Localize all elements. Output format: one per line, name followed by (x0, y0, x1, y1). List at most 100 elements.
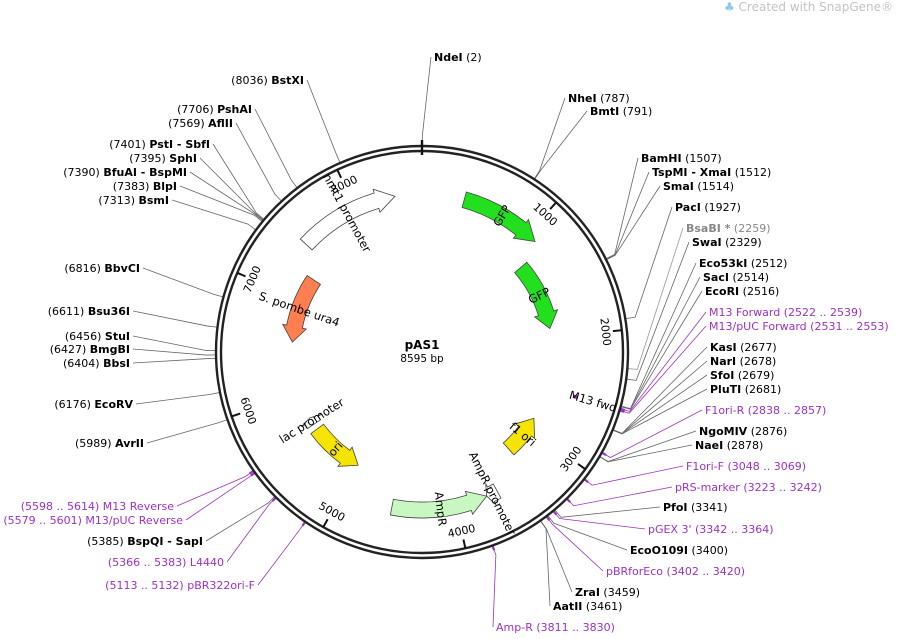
site-position: (3402 .. 3420) (667, 565, 746, 578)
site-label-pbrforeco[interactable]: pBRforEco (3402 .. 3420) (606, 565, 745, 578)
site-label-bsmi[interactable]: (7313) BsmI (98, 194, 169, 207)
site-label-bsu36i[interactable]: (6611) Bsu36I (48, 305, 130, 318)
site-label-pluti[interactable]: PluTI (2681) (710, 383, 781, 396)
site-label-aflii[interactable]: (7569) AflII (168, 117, 233, 130)
site-label-stui[interactable]: (6456) StuI (65, 330, 130, 343)
site-position: (7395) (129, 152, 166, 165)
feature-m13-fwd[interactable]: M13 fwd (568, 388, 619, 415)
site-name: BstXI (271, 74, 304, 87)
site-position: (5385) (87, 535, 124, 548)
site-label-m13-forward[interactable]: M13 Forward (2522 .. 2539) (709, 306, 862, 319)
site-label-kasi[interactable]: KasI (2677) (710, 341, 777, 354)
backbone-inner-ring (219, 149, 625, 555)
site-label-pfoi[interactable]: PfoI (3341) (663, 501, 728, 514)
site-label-pgex-3[interactable]: pGEX 3' (3342 .. 3364) (648, 523, 774, 536)
leader-nhei (533, 97, 566, 180)
site-name: AflII (208, 117, 233, 130)
feature-gfp-1[interactable]: GFP (461, 191, 536, 243)
site-label-bmgbi[interactable]: (6427) BmgBI (50, 343, 130, 356)
site-position: (5989) (75, 437, 112, 450)
site-label-bbsi[interactable]: (6404) BbsI (63, 357, 130, 370)
site-label-paci[interactable]: PacI (1927) (675, 201, 741, 214)
site-label-ndei[interactable]: NdeI (2) (434, 51, 482, 64)
site-label-sphi[interactable]: (7395) SphI (129, 152, 197, 165)
plasmid-backbone (214, 144, 630, 560)
site-label-psti-sbfi[interactable]: (7401) PstI - SbfI (109, 138, 210, 151)
feature-f1-ori[interactable]: f1 ori (502, 417, 539, 456)
site-label-f1ori-f[interactable]: F1ori-F (3048 .. 3069) (686, 460, 806, 473)
site-position: (2522 .. 2539) (784, 306, 863, 319)
site-label-pshai[interactable]: (7706) PshAI (177, 103, 252, 116)
credit-text: Created with SnapGene® (738, 0, 893, 14)
site-label-bbvci[interactable]: (6816) BbvCI (64, 262, 140, 275)
site-label-ngomiv[interactable]: NgoMIV (2876) (699, 425, 787, 438)
leader-bfuai-bspmi (189, 171, 264, 222)
feature-arrow-ura4 (281, 274, 322, 343)
tick-mark-4000 (462, 539, 467, 549)
site-position: (3811 .. 3830) (536, 621, 615, 634)
site-label-ecoo109i[interactable]: EcoO109I (3400) (630, 544, 728, 557)
site-label-amp-r[interactable]: Amp-R (3811 .. 3830) (496, 621, 615, 634)
leader-ngomiv (599, 430, 697, 462)
site-label-eco53ki[interactable]: Eco53kI (2512) (699, 257, 787, 270)
site-label-zrai[interactable]: ZraI (3459) (575, 586, 640, 599)
site-name: NheI (568, 92, 597, 105)
site-position: (6456) (65, 330, 102, 343)
site-label-sfoi[interactable]: SfoI (2679) (710, 369, 774, 382)
site-label-prs-marker[interactable]: pRS-marker (3223 .. 3242) (675, 481, 822, 494)
site-label-ecori[interactable]: EcoRI (2516) (705, 285, 779, 298)
site-label-nari[interactable]: NarI (2678) (710, 355, 776, 368)
site-label-smai[interactable]: SmaI (1514) (663, 180, 734, 193)
site-label-tspmi-xmai[interactable]: TspMI - XmaI (1512) (652, 166, 771, 179)
site-label-bamhi[interactable]: BamHI (1507) (641, 152, 722, 165)
site-label-naei[interactable]: NaeI (2878) (695, 439, 763, 452)
site-position: (1507) (685, 152, 722, 165)
feature-arrow-lac-promoter (300, 413, 322, 430)
feature-gfp-2[interactable]: GFP (514, 261, 559, 330)
leader-bbvci (142, 267, 224, 298)
feature-ori[interactable]: ori (310, 423, 359, 467)
site-label-ecorv[interactable]: (6176) EcoRV (54, 398, 133, 411)
site-position: (1927) (704, 201, 741, 214)
site-label-m13-puc-forward[interactable]: M13/pUC Forward (2531 .. 2553) (709, 320, 889, 333)
feature-ampr[interactable]: AmpR (389, 490, 488, 527)
site-label-saci[interactable]: SacI (2514) (703, 271, 769, 284)
site-label-nhei[interactable]: NheI (787) (568, 92, 630, 105)
site-name: BsmI (139, 194, 170, 207)
site-name: SmaI (663, 180, 694, 193)
site-label-bsabi[interactable]: BsaBI * (2259) (686, 222, 771, 235)
site-label-l4440[interactable]: (5366 .. 5383) L4440 (108, 556, 224, 569)
site-name: ZraI (575, 586, 600, 599)
site-position: (2677) (740, 341, 777, 354)
site-label-swai[interactable]: SwaI (2329) (692, 236, 762, 249)
site-label-blpi[interactable]: (7383) BlpI (113, 180, 177, 193)
leader-naei (599, 444, 693, 463)
site-name: pBRforEco (606, 565, 663, 578)
leader-zrai (540, 520, 573, 593)
site-label-bspqi-sapi[interactable]: (5385) BspQI - SapI (87, 535, 203, 548)
site-position: (3341) (691, 501, 728, 514)
site-label-bfuai-bspmi[interactable]: (7390) BfuAI - BspMI (63, 166, 187, 179)
site-position: (7706) (177, 103, 214, 116)
site-label-avrii[interactable]: (5989) AvrII (75, 437, 144, 450)
site-name: F1ori-R (705, 404, 745, 417)
site-position: (1512) (735, 166, 772, 179)
site-name: NarI (710, 355, 736, 368)
site-label-m13-puc-reverse[interactable]: (5579 .. 5601) M13/pUC Reverse (3, 514, 183, 527)
site-name: PstI - SbfI (149, 138, 210, 151)
site-label-bstxi[interactable]: (8036) BstXI (231, 74, 304, 87)
site-label-aatii[interactable]: AatII (3461) (553, 600, 622, 613)
feature-ura4[interactable]: S. pombe ura4 (257, 274, 342, 343)
site-position: (2678) (740, 355, 777, 368)
site-label-f1ori-r[interactable]: F1ori-R (2838 .. 2857) (705, 404, 826, 417)
site-position: (7401) (109, 138, 146, 151)
site-label-m13-reverse[interactable]: (5598 .. 5614) M13 Reverse (21, 500, 174, 513)
site-label-bmti[interactable]: BmtI (791) (590, 105, 652, 118)
tick-label-6000: 6000 (238, 395, 259, 426)
feature-arrow-f1-ori (502, 417, 536, 456)
site-name: pBR322ori-F (187, 579, 255, 592)
site-label-pbr322ori-f[interactable]: (5113 .. 5132) pBR322ori-F (105, 579, 255, 592)
site-position: (3461) (586, 600, 623, 613)
site-position: (6611) (48, 305, 85, 318)
